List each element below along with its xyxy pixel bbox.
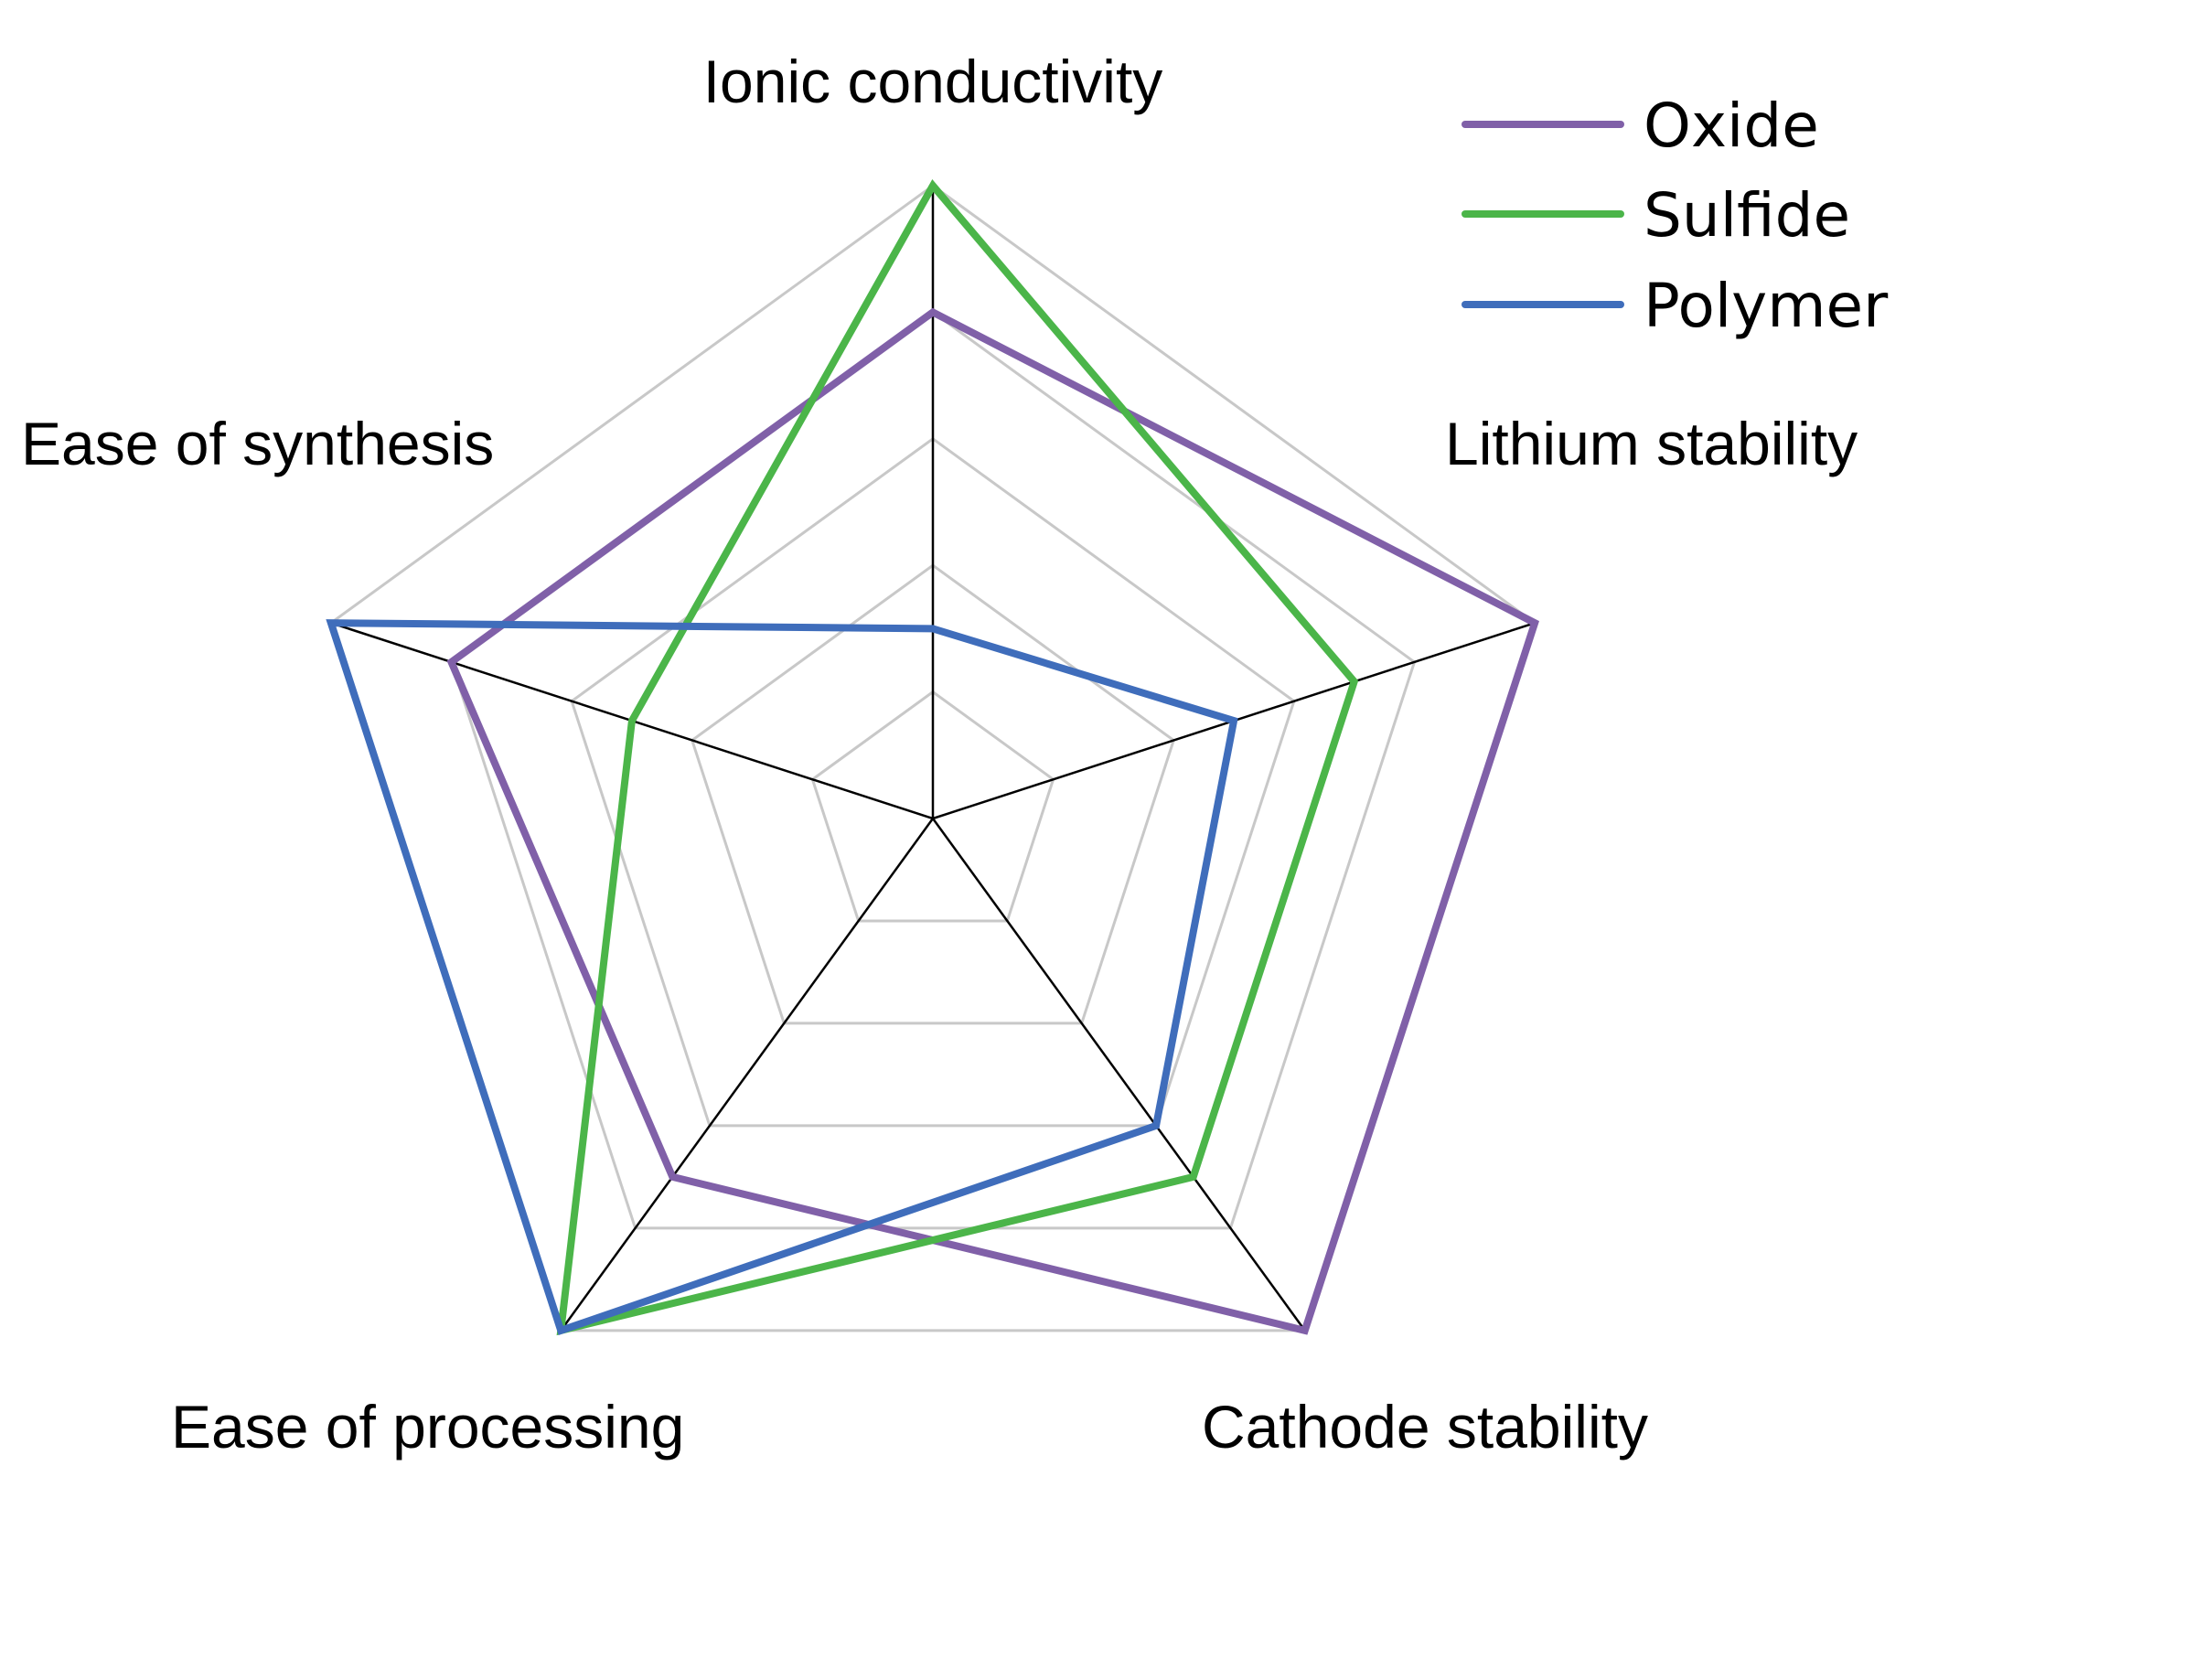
grid-ring-1 [810, 690, 1055, 923]
grid-ring-3 [570, 436, 1296, 1128]
legend-label-oxide: Oxide [1644, 91, 1819, 161]
axis-label-cathode-stability: Cathode stability [1202, 1393, 1648, 1461]
grid-ring-5 [329, 184, 1536, 1332]
series-lines [326, 179, 1539, 1336]
axis-spoke [560, 818, 935, 1332]
legend-label-sulfide: Sulfide [1644, 180, 1850, 251]
series-sulfide [556, 179, 1359, 1336]
legend-item-polymer: Polymer [1462, 271, 1889, 341]
series-oxide [446, 307, 1539, 1335]
legend-item-sulfide: Sulfide [1462, 180, 1850, 251]
axis-label-ionic-conductivity: Ionic conductivity [703, 48, 1163, 115]
axis-label-ease-of-processing: Ease of processing [171, 1393, 684, 1461]
series-polymer [326, 619, 1238, 1335]
grid-ring-2 [690, 563, 1176, 1025]
legend-label-polymer: Polymer [1644, 271, 1889, 341]
axis-labels: Ionic conductivity Lithium stability Cat… [21, 48, 1858, 1461]
legend-item-oxide: Oxide [1462, 91, 1819, 161]
legend: Oxide Sulfide Polymer [1462, 91, 1889, 341]
axis-label-ease-of-synthesis: Ease of synthesis [21, 410, 494, 477]
axis-label-lithium-stability: Lithium stability [1445, 410, 1858, 477]
axis-spokes [330, 186, 1536, 1332]
axis-spoke [931, 818, 1306, 1332]
